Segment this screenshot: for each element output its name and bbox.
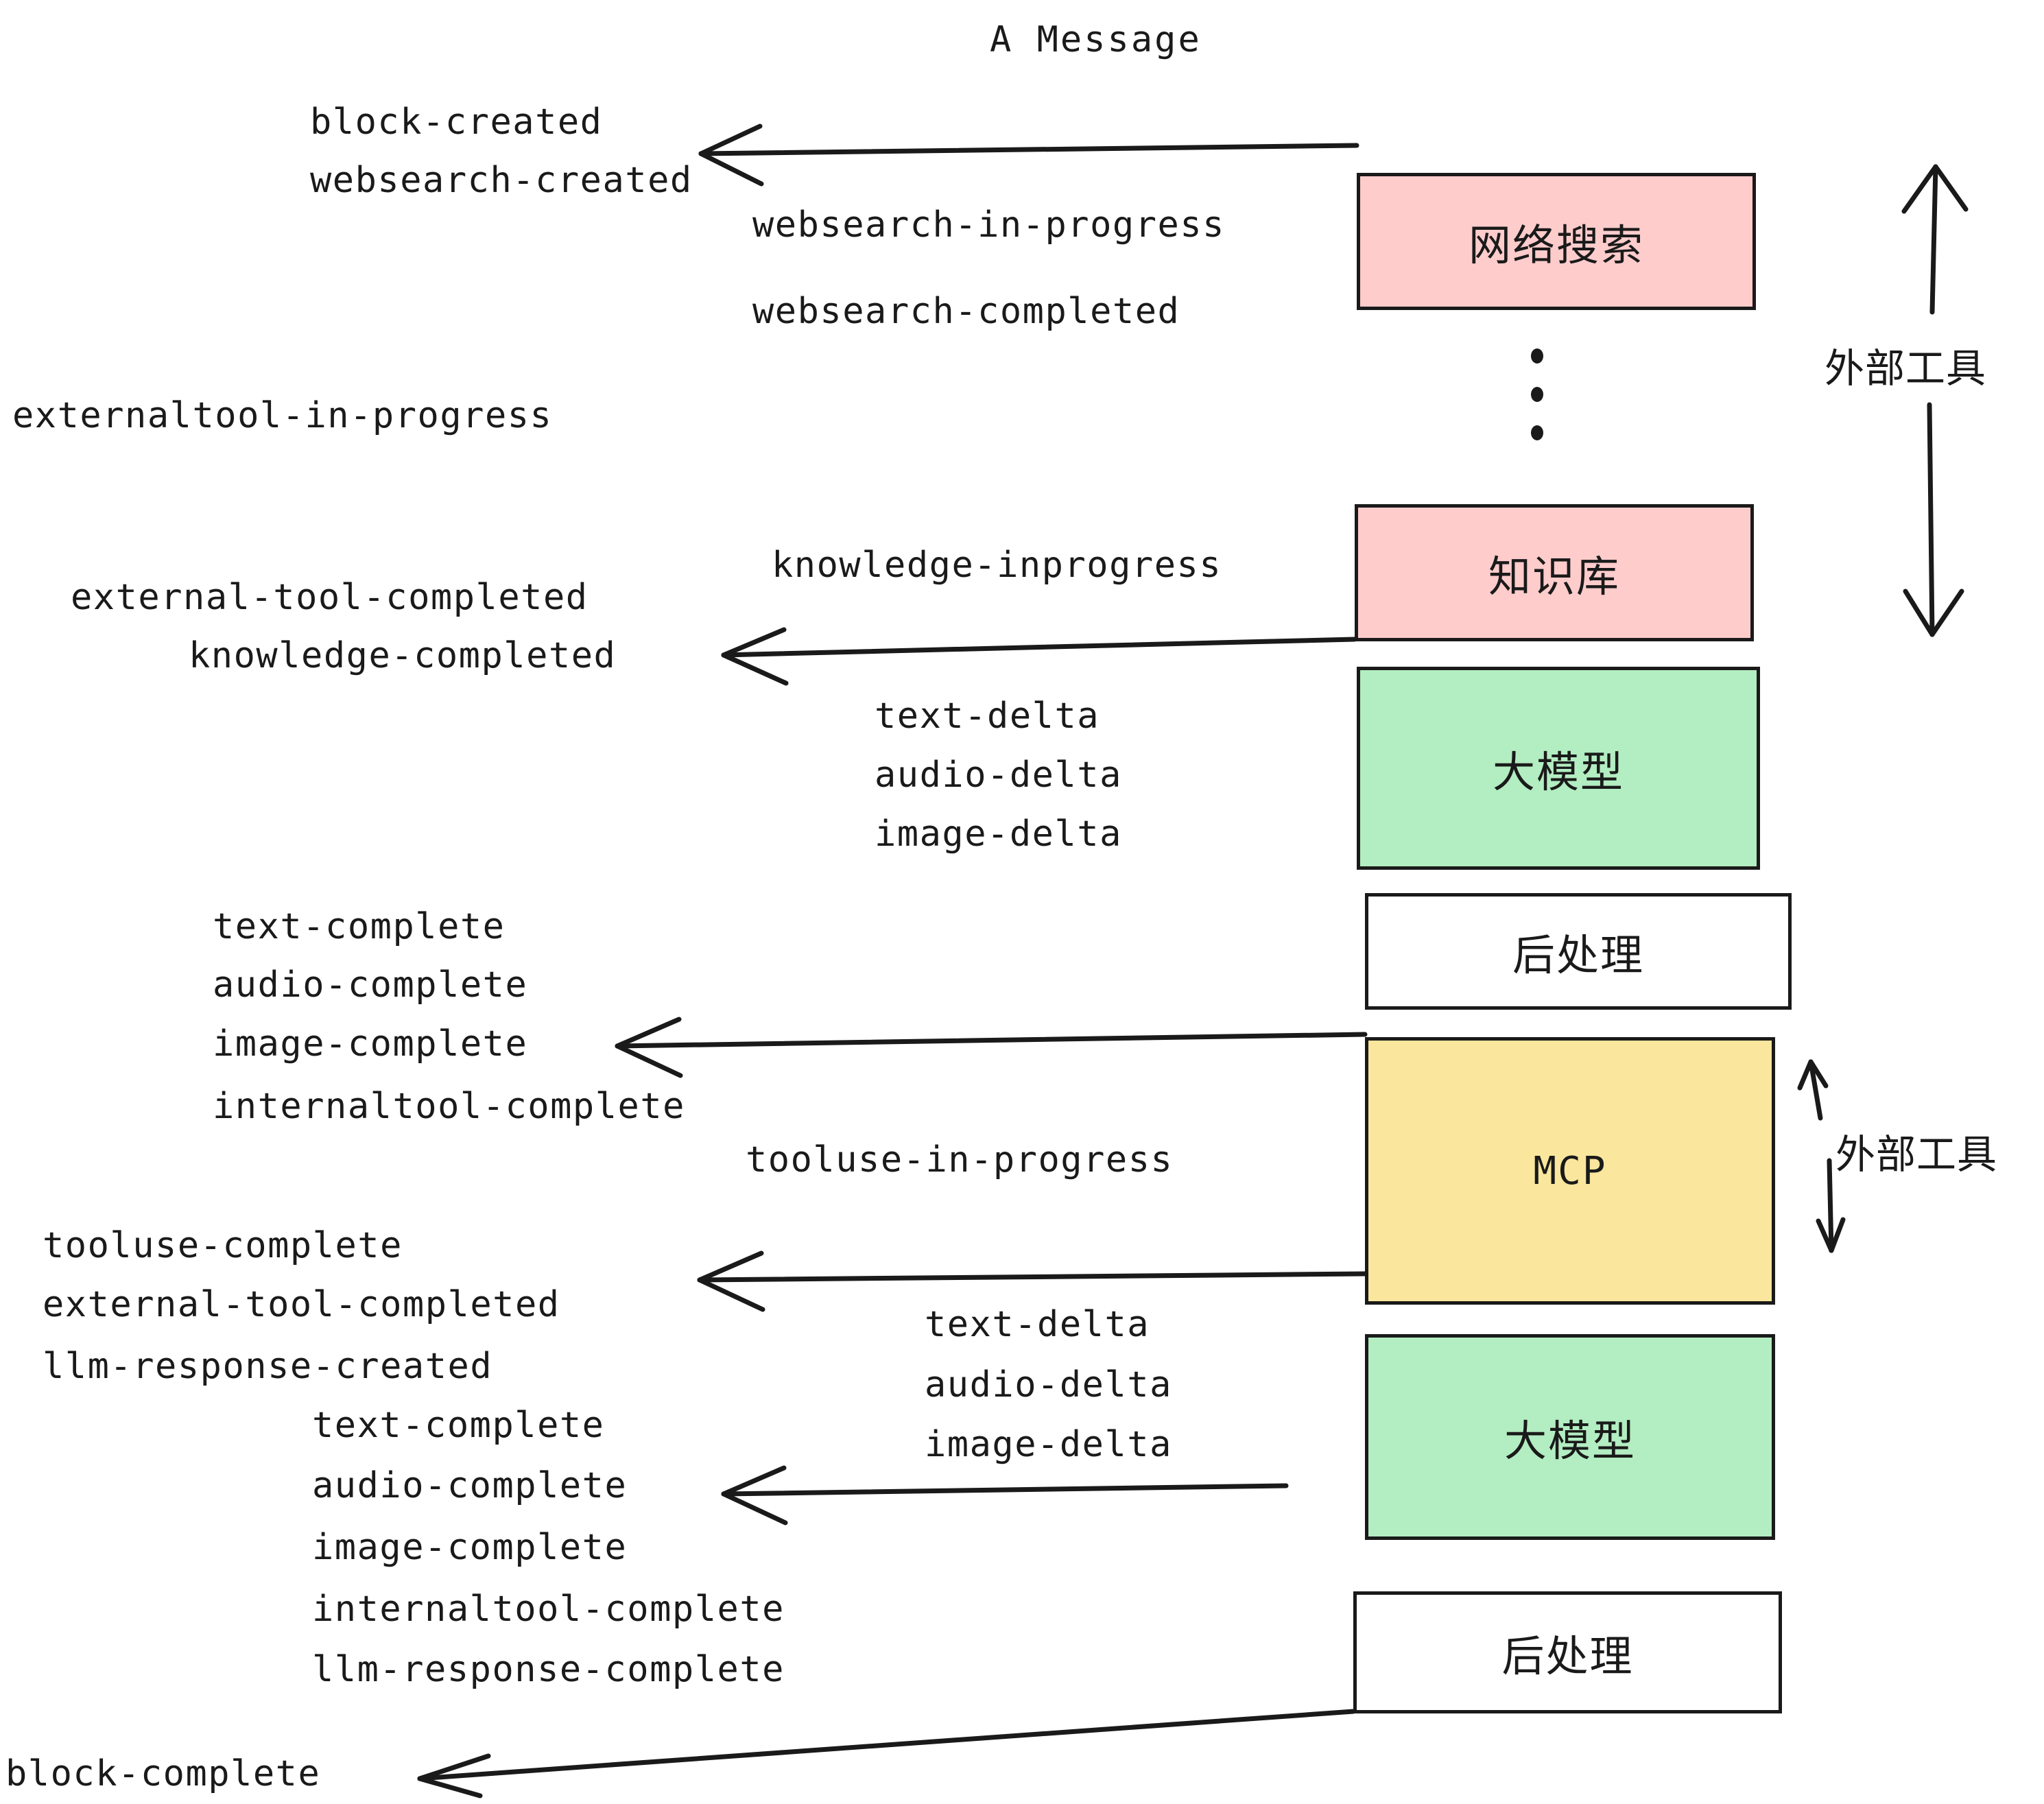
- node-websearch[interactable]: 网络搜索: [1357, 173, 1756, 310]
- event-knowledge-completed: knowledge-completed: [189, 635, 617, 676]
- ellipsis-dots: [1531, 348, 1543, 440]
- external-tool-label-top: 外部工具: [1825, 345, 1987, 392]
- event-text-delta-2: text-delta: [925, 1304, 1150, 1345]
- node-postprocess-top[interactable]: 后处理: [1365, 893, 1792, 1010]
- dot-3: [1531, 425, 1543, 440]
- event-tooluse-complete: tooluse-complete: [43, 1225, 403, 1266]
- event-image-complete-2: image-complete: [312, 1527, 628, 1568]
- event-knowledge-inprogress: knowledge-inprogress: [772, 545, 1222, 586]
- event-external-tool-completed-2: external-tool-completed: [43, 1284, 560, 1325]
- event-audio-complete-1: audio-complete: [213, 964, 528, 1006]
- event-text-complete-1: text-complete: [213, 906, 506, 947]
- event-externaltool-in-progress: externaltool-in-progress: [12, 395, 553, 436]
- event-audio-delta-2: audio-delta: [925, 1364, 1172, 1405]
- event-text-complete-2: text-complete: [312, 1405, 605, 1446]
- event-audio-complete-2: audio-complete: [312, 1465, 628, 1506]
- event-llm-response-created: llm-response-created: [43, 1346, 493, 1387]
- event-block-complete: block-complete: [5, 1753, 321, 1794]
- diagram-title: A Message: [990, 19, 1202, 60]
- node-mcp[interactable]: MCP: [1365, 1037, 1775, 1305]
- node-knowledge[interactable]: 知识库: [1355, 504, 1754, 641]
- node-postprocess-top-label: 后处理: [1512, 930, 1644, 980]
- event-internaltool-complete-2: internaltool-complete: [312, 1589, 785, 1630]
- node-postprocess-bottom[interactable]: 后处理: [1353, 1591, 1782, 1713]
- node-websearch-label: 网络搜索: [1468, 220, 1644, 270]
- event-websearch-completed: websearch-completed: [752, 291, 1180, 332]
- node-llm-bottom[interactable]: 大模型: [1365, 1334, 1775, 1540]
- event-internaltool-complete-1: internaltool-complete: [213, 1086, 685, 1127]
- node-mcp-label: MCP: [1533, 1148, 1607, 1194]
- event-websearch-in-progress: websearch-in-progress: [752, 204, 1225, 246]
- dot-2: [1531, 387, 1543, 402]
- event-image-complete-1: image-complete: [213, 1023, 528, 1065]
- node-knowledge-label: 知识库: [1488, 551, 1620, 602]
- event-text-delta-1: text-delta: [875, 696, 1100, 737]
- event-image-delta-2: image-delta: [925, 1424, 1172, 1465]
- node-llm-top[interactable]: 大模型: [1357, 667, 1760, 870]
- node-postprocess-bottom-label: 后处理: [1501, 1631, 1634, 1681]
- event-image-delta-1: image-delta: [875, 814, 1122, 855]
- event-external-tool-completed-1: external-tool-completed: [71, 577, 589, 618]
- event-llm-response-complete: llm-response-complete: [312, 1649, 785, 1690]
- event-audio-delta-1: audio-delta: [875, 755, 1122, 796]
- dot-1: [1531, 348, 1543, 364]
- node-llm-top-label: 大模型: [1492, 747, 1624, 797]
- external-tool-label-bottom: 外部工具: [1835, 1131, 1998, 1178]
- event-tooluse-in-progress: tooluse-in-progress: [746, 1139, 1174, 1180]
- node-llm-bottom-label: 大模型: [1504, 1416, 1636, 1466]
- event-block-created: block-created: [310, 102, 603, 143]
- event-websearch-created: websearch-created: [310, 160, 693, 201]
